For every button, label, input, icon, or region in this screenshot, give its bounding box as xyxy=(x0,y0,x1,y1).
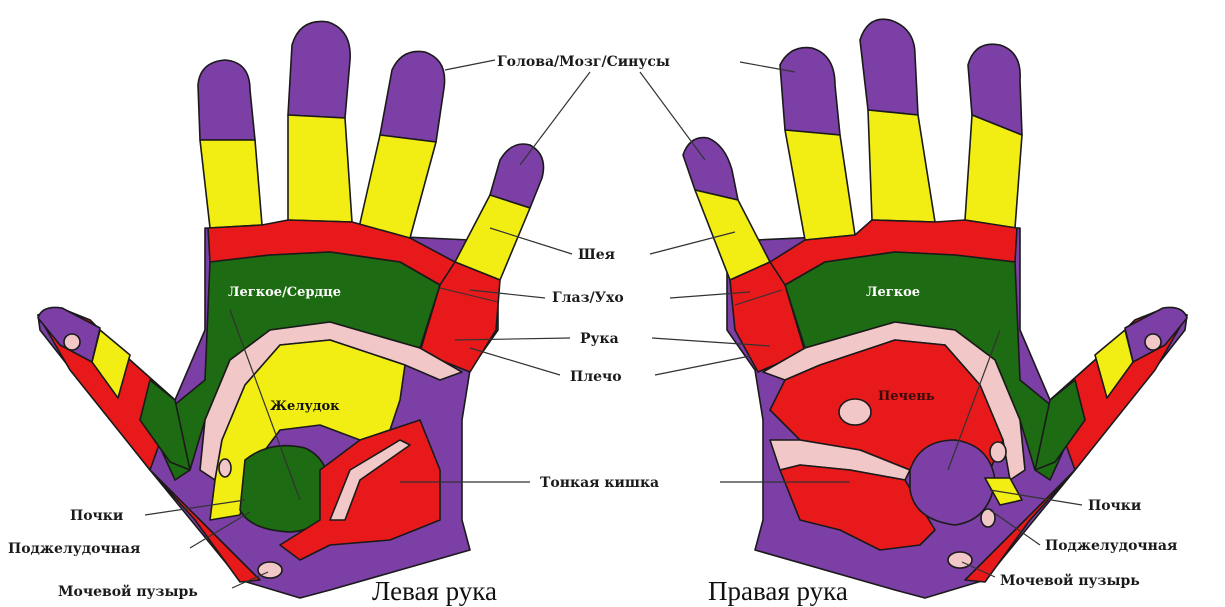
left-pinky-neck xyxy=(200,140,262,228)
label-shoulder: Плечо xyxy=(570,369,622,385)
label-eye-ear: Глаз/Ухо xyxy=(552,290,624,306)
right-liver-spot xyxy=(839,399,871,425)
label-right-kidneys: Почки xyxy=(1088,498,1141,514)
left-ring-tip xyxy=(288,21,350,118)
right-index-tip xyxy=(683,138,738,200)
left-pinky-tip xyxy=(198,60,255,140)
right-middle-tip xyxy=(780,48,840,135)
left-middle-neck xyxy=(358,135,436,238)
label-left-lung-heart: Легкое/Сердце xyxy=(228,285,341,300)
label-head-brain-sinuses: Голова/Мозг/Синусы xyxy=(497,54,670,70)
label-left-kidneys: Почки xyxy=(70,508,123,524)
label-right-bladder: Мочевой пузырь xyxy=(1000,572,1140,589)
label-left-bladder: Мочевой пузырь xyxy=(58,583,198,600)
right-ring-neck xyxy=(868,110,935,222)
right-thumb-dot xyxy=(1145,334,1161,350)
left-pink-spot xyxy=(219,459,231,477)
left-thumb-dot xyxy=(64,334,80,350)
label-right-liver: Печень xyxy=(878,389,935,404)
right-ring-tip xyxy=(860,19,918,115)
label-neck: Шея xyxy=(578,247,615,263)
leader-head-right-2 xyxy=(640,72,705,160)
leader-head-left-1 xyxy=(445,60,495,70)
label-right-pancreas: Поджелудочная xyxy=(1045,538,1177,554)
left-bladder-spot xyxy=(258,562,282,578)
label-right-lung: Легкое xyxy=(866,285,920,300)
leader-shoulder-left xyxy=(470,348,560,375)
label-small-intestine: Тонкая кишка xyxy=(540,475,659,491)
leader-shoulder-right xyxy=(655,356,750,375)
left-middle-tip xyxy=(380,51,445,142)
caption-right-hand: Правая рука xyxy=(708,576,848,606)
label-left-pancreas: Поджелудочная xyxy=(8,541,140,557)
right-pink-spot-1 xyxy=(990,442,1006,462)
right-middle-neck xyxy=(785,130,855,240)
label-arm: Рука xyxy=(580,331,619,347)
left-ring-neck xyxy=(288,115,352,222)
right-pinky-neck xyxy=(965,115,1022,228)
caption-left-hand: Левая рука xyxy=(372,576,497,606)
leader-head-left-2 xyxy=(520,72,590,165)
right-bladder-spot xyxy=(948,552,972,568)
label-left-stomach: Желудок xyxy=(270,399,340,414)
